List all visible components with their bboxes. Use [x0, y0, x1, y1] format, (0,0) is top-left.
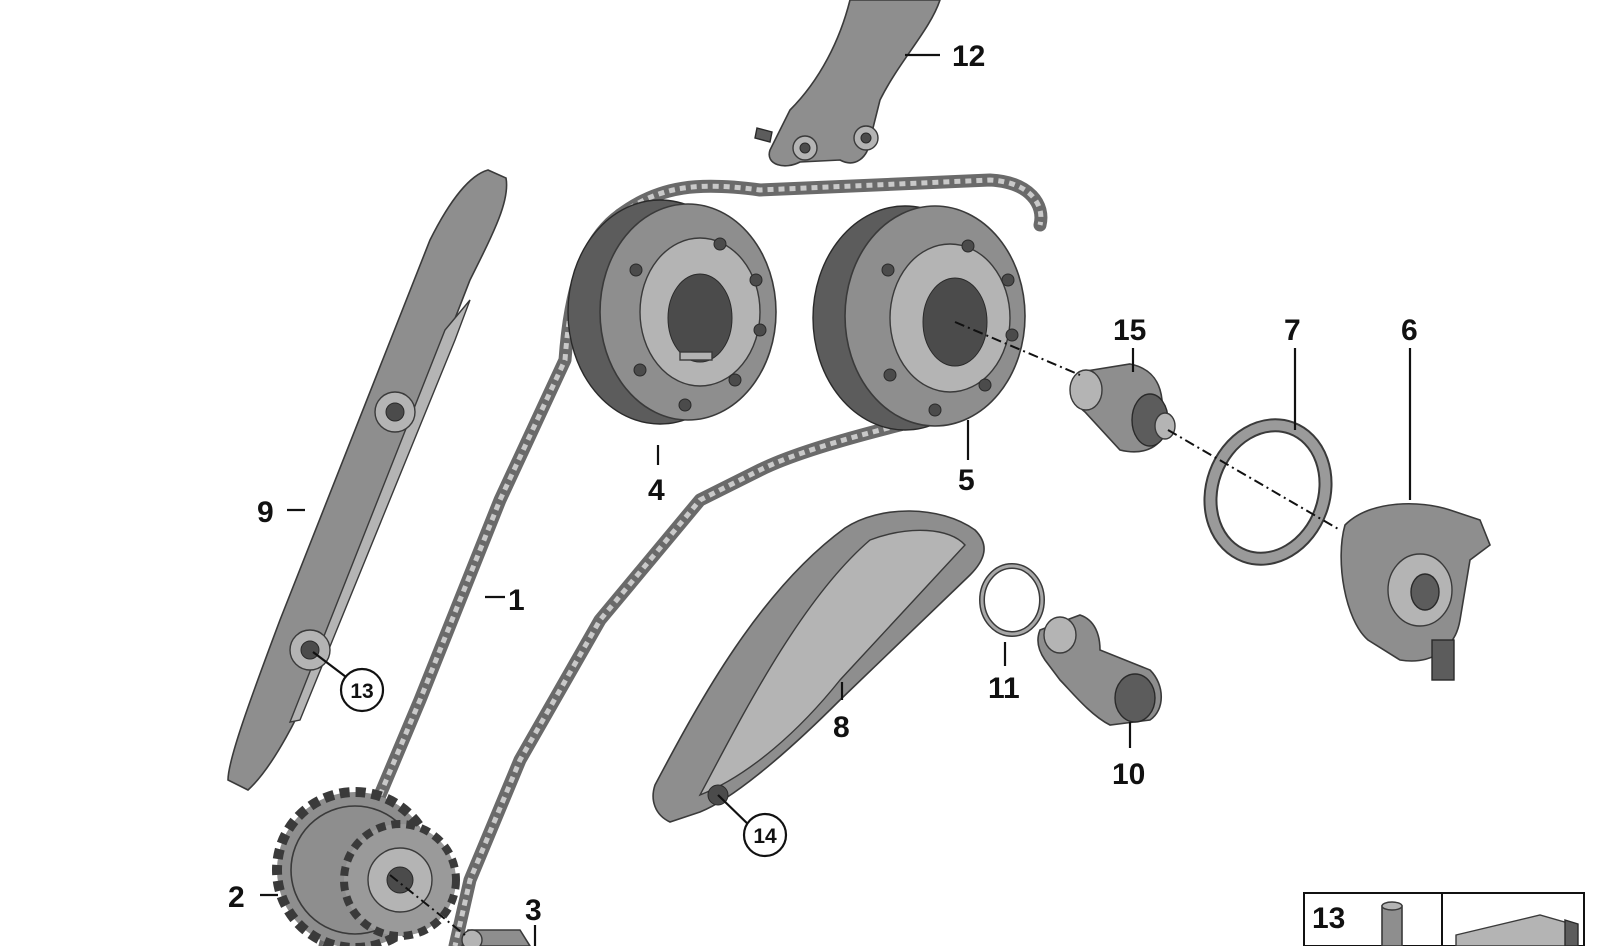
part-8-tensioner-rail[interactable]	[652, 510, 985, 823]
callout-13-circle	[339, 667, 385, 713]
part-11-sealing-ring[interactable]	[979, 563, 1045, 637]
part-6-actuator[interactable]	[1340, 502, 1491, 681]
part-3-bolt[interactable]	[461, 929, 531, 946]
part-4-camshaft-adjuster-intake[interactable]	[567, 199, 777, 425]
legend-label-13: 13	[1312, 902, 1345, 935]
part-5-camshaft-adjuster-exhaust[interactable]	[812, 205, 1026, 431]
part-7-sealing-ring[interactable]	[1192, 409, 1344, 575]
callout-5: 5	[958, 464, 975, 497]
callout-12: 12	[952, 40, 985, 73]
callout-7: 7	[1284, 314, 1301, 347]
callout-4: 4	[648, 474, 665, 507]
callout-1: 1	[508, 584, 525, 617]
legend-bolt-icon	[1381, 901, 1403, 946]
callout-15: 15	[1113, 314, 1146, 347]
callout-3: 3	[525, 894, 542, 927]
callout-11: 11	[988, 672, 1020, 705]
callout-14-circle	[742, 812, 788, 858]
callout-labels: 12 15 7 6 4 5 9 1 8 11 10 2 3 13 14	[228, 40, 1418, 927]
callout-10: 10	[1112, 758, 1145, 791]
legend-box: 13	[1303, 892, 1585, 946]
leader-lines	[260, 53, 1412, 946]
legend-adhesive-icon	[1455, 914, 1579, 946]
part-2-crankshaft-sprocket[interactable]	[272, 787, 460, 946]
part-10-chain-tensioner[interactable]	[1037, 614, 1162, 726]
callout-14: 14	[753, 825, 777, 848]
assembly-axis-lines	[389, 321, 1341, 936]
part-15-central-valve[interactable]	[1069, 363, 1176, 453]
callout-8: 8	[833, 711, 850, 744]
callout-2: 2	[228, 881, 245, 914]
callout-9: 9	[257, 496, 274, 529]
part-12-bracket[interactable]	[754, 0, 941, 167]
callout-13: 13	[350, 680, 373, 703]
callout-6: 6	[1401, 314, 1418, 347]
part-9-guide-rail[interactable]	[227, 169, 508, 791]
